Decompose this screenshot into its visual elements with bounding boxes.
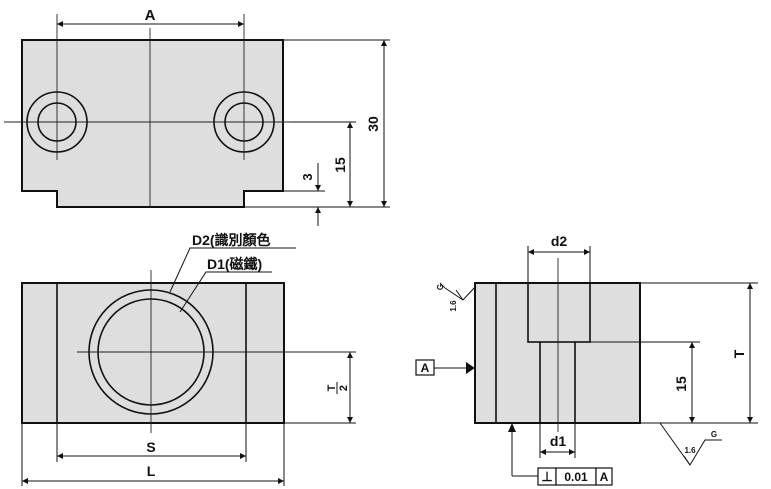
roughness-grade-bottom: G [711, 430, 717, 439]
dim-t-label: T [731, 349, 747, 358]
tolerance-symbol: ⊥ [541, 469, 552, 484]
tolerance-leader-arrow [508, 423, 516, 432]
left-through-hole [37, 102, 77, 142]
roughness-value-bottom: 1.6 [684, 446, 696, 455]
datum-a-label: A [421, 361, 430, 375]
dim-d2-label: d2 [551, 233, 568, 249]
dim-d1-label: d1 [550, 433, 567, 449]
front-view-body [21, 282, 285, 424]
datum-a-triangle [466, 362, 475, 374]
roughness-value-top: 1.6 [449, 300, 458, 312]
d1-leader [179, 271, 272, 313]
side-view: d2 d1 15 T A 1.6 G 1.6 [415, 233, 758, 486]
dim-30-label: 30 [365, 116, 381, 132]
dim-side-15-label: 15 [673, 376, 689, 392]
dim-t-half-label: T 2 [326, 382, 350, 394]
tolerance-frame: ⊥ 0.01 A [537, 467, 613, 486]
top-view: A 30 15 3 [4, 7, 390, 226]
d2-pocket [527, 282, 591, 343]
dim-a-label: A [145, 7, 156, 24]
roughness-symbol-bottom: 1.6 G [659, 422, 722, 466]
dim-l-label: L [147, 463, 156, 479]
d2-leader [169, 247, 296, 293]
d2-label: D2(識別顏色 [192, 232, 271, 248]
dim-t-half-denominator: 2 [338, 385, 350, 391]
front-view: D2(識別顏色 D1(磁鐵) S L T 2 [21, 232, 356, 486]
dim-15-label: 15 [332, 157, 348, 173]
right-through-hole [224, 102, 264, 142]
dim-s-label: S [146, 439, 155, 455]
d1-label: D1(磁鐵) [207, 256, 262, 272]
roughness-grade-top: G [436, 284, 445, 290]
tolerance-value: 0.01 [564, 470, 588, 484]
dim-3-label: 3 [300, 173, 315, 180]
left-counterbore-hole [26, 91, 88, 153]
tolerance-datum: A [600, 470, 609, 484]
dim-t-half-numerator: T [326, 384, 338, 391]
right-counterbore-hole [213, 91, 275, 153]
side-view-body [474, 282, 641, 424]
roughness-symbol-top: 1.6 G [436, 282, 477, 312]
